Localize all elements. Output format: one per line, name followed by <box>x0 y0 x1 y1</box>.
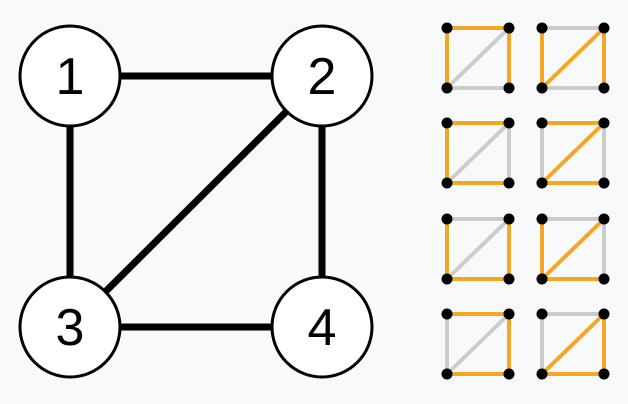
node-1: 1 <box>18 24 122 128</box>
tree-4-vertex-4 <box>598 177 610 189</box>
tree-7-edge-2-3-inactive <box>445 312 511 376</box>
tree-2-vertex-4 <box>598 82 610 94</box>
spanning-tree-1 <box>441 22 515 94</box>
tree-3-vertex-4 <box>503 177 515 189</box>
main-graph-nodes: 1 2 3 4 <box>18 24 374 379</box>
spanning-tree-4 <box>536 117 610 189</box>
tree-5-vertex-3 <box>441 273 453 285</box>
tree-2-vertex-1 <box>536 22 548 34</box>
tree-3-vertex-2 <box>503 117 515 129</box>
tree-7-vertex-4 <box>503 368 515 380</box>
spanning-tree-8 <box>536 308 610 380</box>
tree-8-vertex-1 <box>536 308 548 320</box>
tree-8-vertex-3 <box>536 368 548 380</box>
tree-6-vertex-1 <box>536 213 548 225</box>
spanning-tree-6 <box>536 213 610 285</box>
tree-2-vertex-3 <box>536 82 548 94</box>
spanning-tree-2 <box>536 22 610 94</box>
edge-2-3 <box>67 73 325 330</box>
main-graph-edges <box>66 72 326 331</box>
tree-5-vertex-1 <box>441 213 453 225</box>
node-1-circle <box>18 24 122 128</box>
spanning-tree-5 <box>441 213 515 285</box>
tree-6-vertex-2 <box>598 213 610 225</box>
tree-3-vertex-3 <box>441 177 453 189</box>
node-2-circle <box>270 24 374 128</box>
tree-5-vertex-4 <box>503 273 515 285</box>
spanning-trees-grid <box>441 22 610 380</box>
tree-1-vertex-3 <box>441 82 453 94</box>
tree-4-vertex-2 <box>598 117 610 129</box>
node-4: 4 <box>270 275 374 379</box>
tree-7-vertex-1 <box>441 308 453 320</box>
node-4-circle <box>270 275 374 379</box>
tree-7-vertex-2 <box>503 308 515 320</box>
tree-4-edge-2-3-active <box>540 121 606 185</box>
tree-6-edge-2-3-active <box>540 217 606 281</box>
tree-2-edge-2-3-active <box>540 26 606 90</box>
spanning-tree-3 <box>441 117 515 189</box>
node-3-label: 3 <box>56 299 85 357</box>
tree-5-edge-2-3-inactive <box>445 217 511 281</box>
tree-4-vertex-1 <box>536 117 548 129</box>
node-2: 2 <box>270 24 374 128</box>
tree-2-vertex-2 <box>598 22 610 34</box>
tree-1-vertex-2 <box>503 22 515 34</box>
tree-6-vertex-4 <box>598 273 610 285</box>
tree-8-vertex-4 <box>598 368 610 380</box>
node-1-label: 1 <box>56 48 85 106</box>
node-3-circle <box>18 275 122 379</box>
tree-4-vertex-3 <box>536 177 548 189</box>
node-2-label: 2 <box>308 48 337 106</box>
tree-1-edge-2-3-inactive <box>445 26 511 90</box>
tree-8-vertex-2 <box>598 308 610 320</box>
tree-3-edge-2-3-inactive <box>445 121 511 185</box>
tree-7-vertex-3 <box>441 368 453 380</box>
tree-3-vertex-1 <box>441 117 453 129</box>
tree-5-vertex-2 <box>503 213 515 225</box>
tree-6-vertex-3 <box>536 273 548 285</box>
node-3: 3 <box>18 275 122 379</box>
tree-8-edge-2-3-active <box>540 312 606 376</box>
tree-1-vertex-4 <box>503 82 515 94</box>
tree-1-vertex-1 <box>441 22 453 34</box>
node-4-label: 4 <box>308 299 337 357</box>
spanning-tree-7 <box>441 308 515 380</box>
